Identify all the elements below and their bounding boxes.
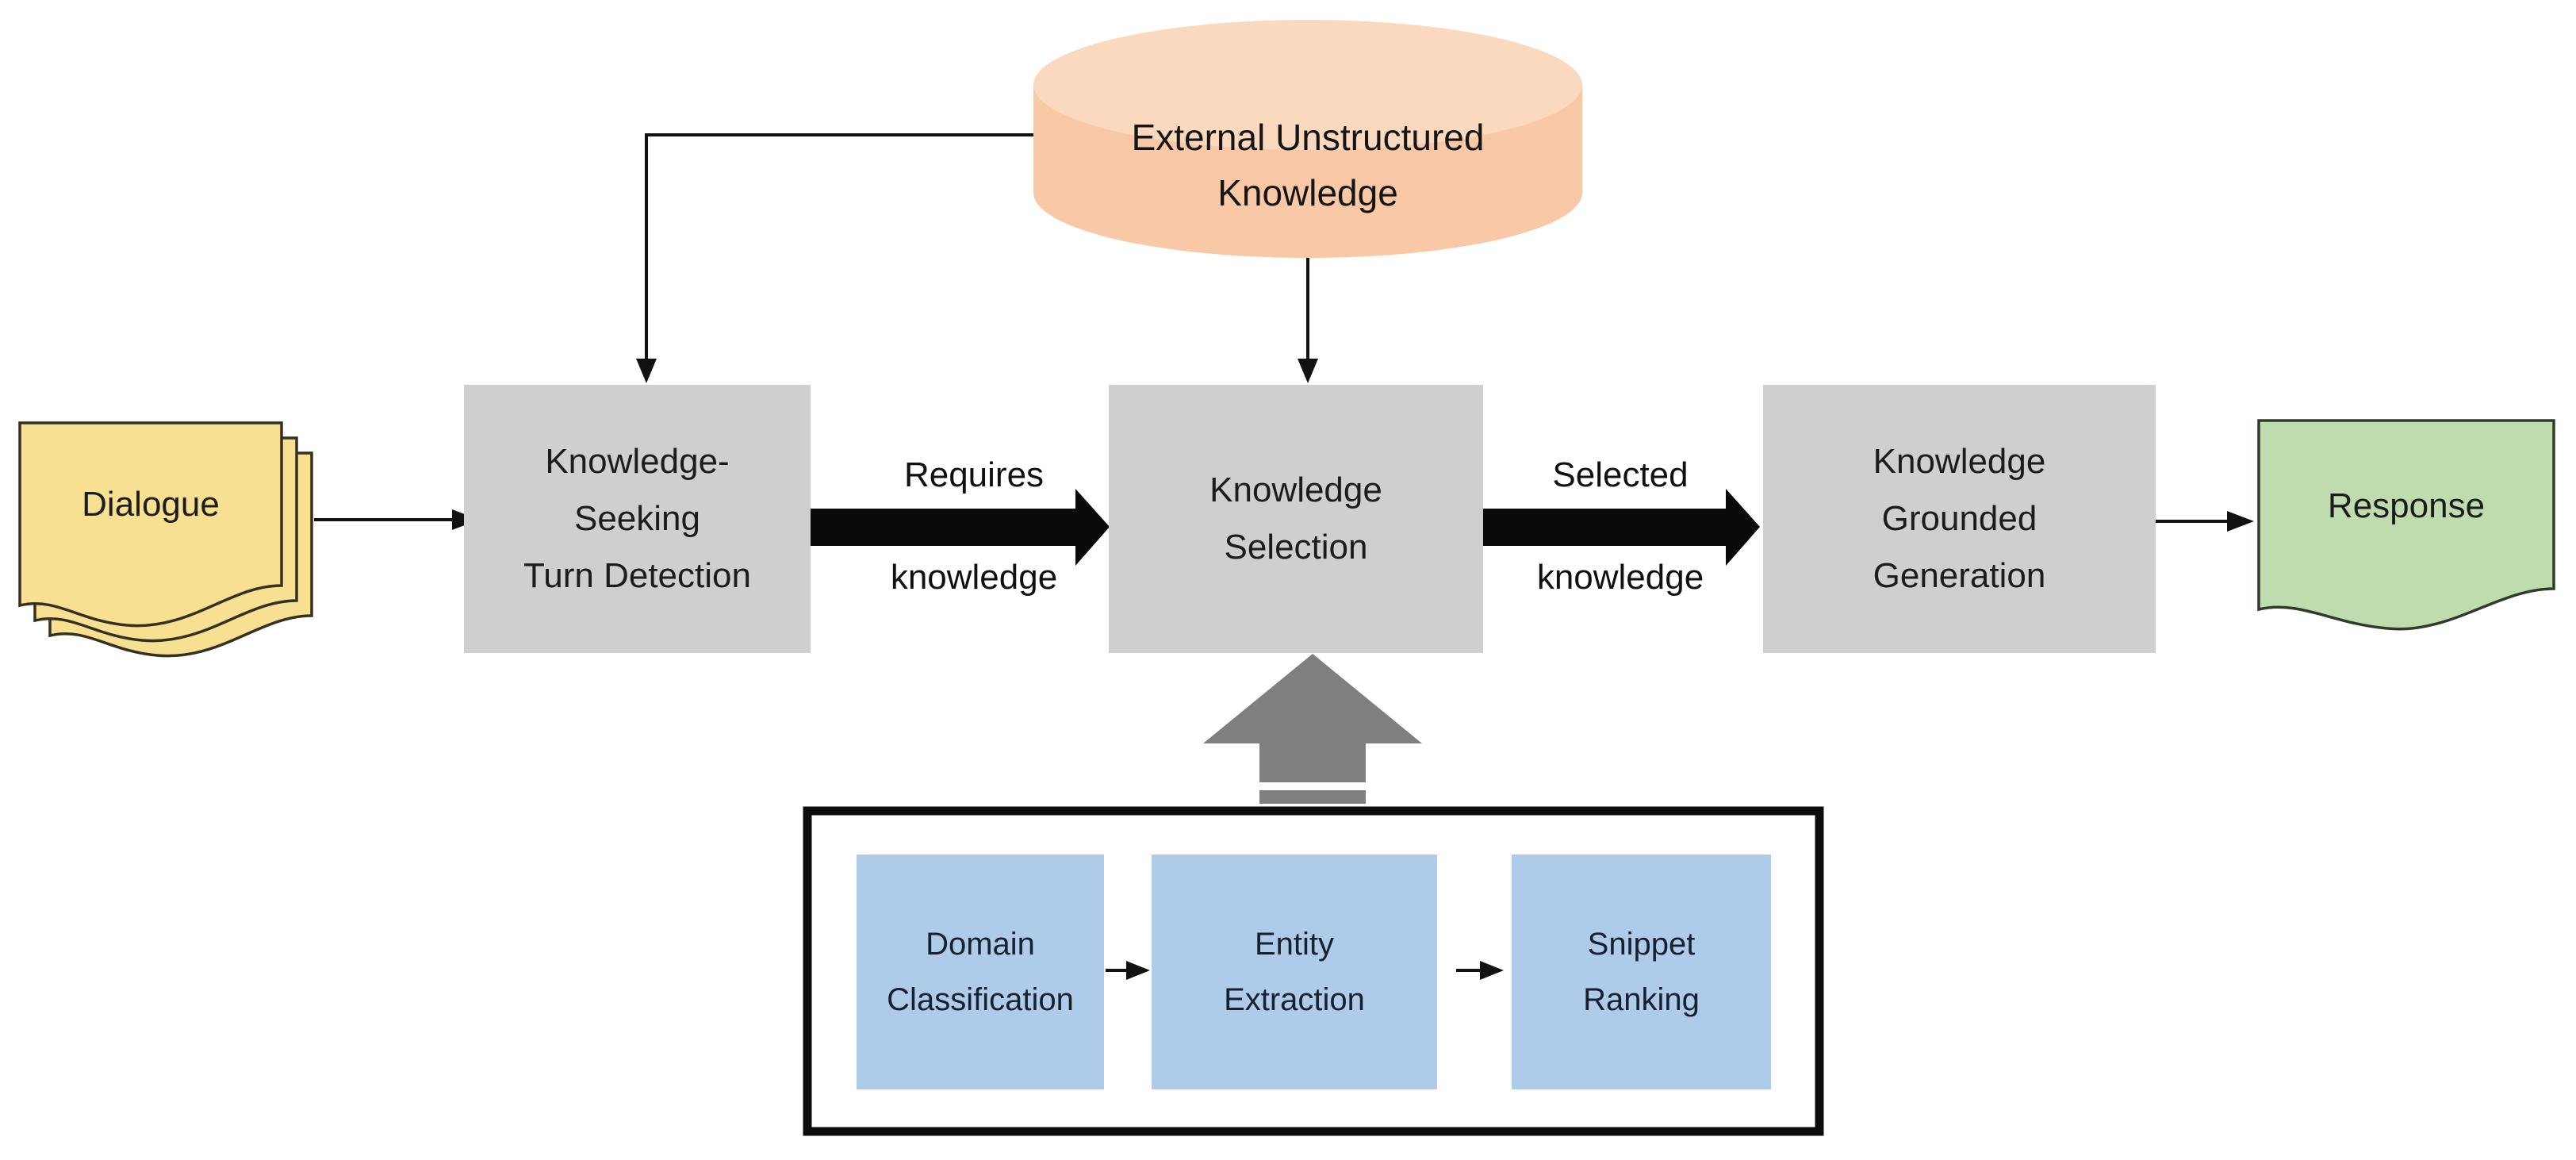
generation-line3: Generation: [1873, 556, 2046, 595]
arrowhead-entity-snippet: [1480, 961, 1504, 980]
knowledge-store-line2: Knowledge: [1217, 171, 1398, 213]
domain-line2: Classification: [887, 982, 1074, 1017]
requires-knowledge-label: knowledge: [890, 558, 1058, 597]
knowledge-store-cylinder-top: [1033, 20, 1582, 150]
arrowhead-response: [2227, 511, 2254, 532]
entity-line2: Extraction: [1224, 982, 1365, 1017]
snippet-ranking-box: Snippet Ranking: [1512, 855, 1771, 1089]
turn-detection-line3: Turn Detection: [523, 556, 751, 595]
generation-line2: Grounded: [1881, 499, 2037, 538]
edge-store-to-turn-detection: [645, 133, 1033, 359]
selected-knowledge-arrow: [1483, 489, 1760, 566]
selected-knowledge-label: knowledge: [1536, 558, 1704, 597]
arrowhead-domain-entity: [1126, 961, 1150, 980]
arrowhead-store-left: [636, 359, 657, 383]
requires-knowledge-arrow: [809, 489, 1110, 566]
requires-label: Requires: [903, 455, 1045, 494]
knowledge-selection-box: Knowledge Selection: [1109, 385, 1483, 653]
dialogue-doc-front: [18, 421, 283, 628]
domain-classification-box: Domain Classification: [857, 855, 1104, 1089]
up-arrow-icon: [1203, 654, 1422, 782]
turn-detection-line2: Seeking: [573, 499, 700, 538]
arrowhead-store-down: [1298, 359, 1318, 383]
knowledge-store-label: External Unstructured Knowledge: [1070, 75, 1546, 254]
generation-box: Knowledge Grounded Generation: [1763, 385, 2156, 653]
dialogue-label: Dialogue: [82, 484, 220, 524]
turn-detection-box: Knowledge- Seeking Turn Detection: [464, 385, 811, 653]
generation-line1: Knowledge: [1873, 442, 2046, 481]
domain-line1: Domain: [926, 927, 1035, 962]
turn-detection-line1: Knowledge-: [545, 442, 730, 481]
snippet-line1: Snippet: [1587, 927, 1696, 962]
knowledge-selection-line2: Selection: [1224, 528, 1368, 567]
selected-label: Selected: [1552, 455, 1689, 494]
knowledge-selection-line1: Knowledge: [1209, 471, 1382, 509]
snippet-line2: Ranking: [1583, 982, 1700, 1017]
entity-extraction-box: Entity Extraction: [1152, 855, 1437, 1089]
response-label: Response: [2327, 486, 2486, 525]
response-doc: [2257, 419, 2555, 631]
up-arrow-stripe: [1259, 790, 1366, 804]
entity-line1: Entity: [1254, 927, 1335, 962]
knowledge-store-line1: External Unstructured: [1131, 116, 1485, 158]
